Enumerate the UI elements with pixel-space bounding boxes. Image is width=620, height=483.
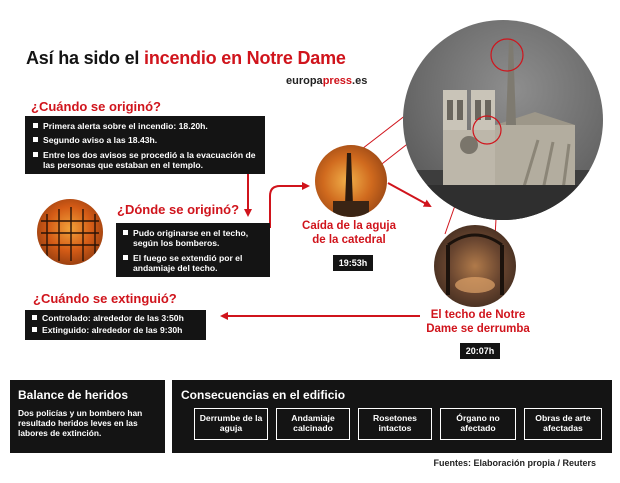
roof-time-badge: 20:07h [460,343,500,359]
origin-place-question: ¿Dónde se originó? [117,202,240,217]
roof-caption: El techo de Notre Dame se derrumba [426,309,530,335]
page-title: Así ha sido el incendio en Notre Dame [26,48,346,69]
consequence-item: Órgano no afectado [440,408,516,440]
roof-drawing [446,233,504,295]
consequences-title: Consecuencias en el edificio [181,388,346,402]
spire-time-badge: 19:53h [333,255,373,271]
injuries-title: Balance de heridos [18,388,129,402]
extinguished-item: Controlado: alrededor de las 3:50h [31,313,200,323]
brand-part-2: press [322,75,353,87]
roof-collapse-photo [434,225,516,307]
brand-logo: europapress.es [286,75,367,87]
origin-place-item: El fuego se extendió por el andamiaje de… [122,253,264,274]
consequences-panel: Consecuencias en el edificio Derrumbe de… [172,380,612,453]
brand-part-1: europa [286,75,323,87]
cathedral-photo [403,20,603,220]
origin-place-item: Pudo originarse en el techo, según los b… [122,228,264,249]
zoom-rings [472,38,524,145]
spire-fall-photo [315,145,387,217]
title-highlight: incendio en Notre Dame [144,48,346,68]
origin-time-box: Primera alerta sobre el incendio: 18.20h… [25,116,265,174]
consequence-item: Andamiaje calcinado [276,408,350,440]
origin-place-box: Pudo originarse en el techo, según los b… [116,223,270,277]
brand-part-3: .es [352,75,368,87]
title-prefix: Así ha sido el [26,48,145,68]
extinguished-question: ¿Cuándo se extinguió? [33,291,177,306]
extinguished-box: Controlado: alrededor de las 3:50h Extin… [25,310,206,340]
consequence-item: Derrumbe de la aguja [194,408,268,440]
origin-time-item: Entre los dos avisos se procedió a la ev… [32,150,258,171]
spire-caption: Caída de la aguja de la catedral [302,220,396,246]
origin-time-item: Segundo aviso a las 18.43h. [32,135,258,145]
consequence-item: Obras de arte afectadas [524,408,602,440]
injuries-text: Dos policías y un bombero han resultado … [18,408,143,438]
injuries-panel: Balance de heridos Dos policías y un bom… [10,380,165,453]
origin-time-question: ¿Cuándo se originó? [31,99,161,114]
origin-time-item: Primera alerta sobre el incendio: 18.20h… [32,121,258,131]
scaffolding-drawing [41,207,99,261]
extinguished-item: Extinguido: alrededor de las 9:30h [31,325,200,335]
sources-note: Fuentes: Elaboración propia / Reuters [433,458,596,468]
consequence-item: Rosetones intactos [358,408,432,440]
spire-drawing [333,153,369,217]
scaffolding-fire-photo [37,199,103,265]
